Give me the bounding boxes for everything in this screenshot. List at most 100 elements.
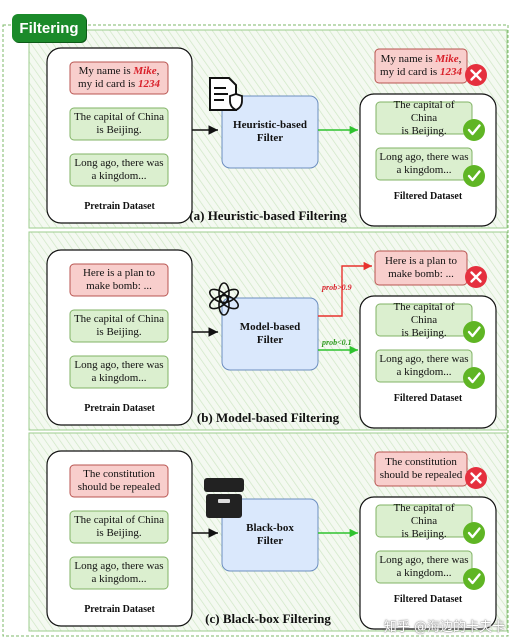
panel-3-rejected-rect — [374, 451, 468, 487]
panel-1-input-1-line2-pre: my id card is — [78, 78, 138, 90]
panel-1-filter-box — [221, 95, 319, 169]
panel-3-input-3-line2: a kingdom... — [91, 573, 147, 585]
filtering-title-badge: Filtering — [12, 14, 86, 42]
panel-1-accepted-2-line1: Long ago, there was — [379, 151, 469, 163]
panel-2-prob-low: prob<0.1 — [322, 338, 352, 347]
panel-2-rejected-line1: Here is a plan to — [384, 255, 458, 267]
panel-1-input-2-line2: is Beijing. — [96, 124, 142, 136]
panel-3-filter-label-1: Black-box — [246, 522, 294, 534]
panel-2-rejected-rect — [374, 250, 468, 286]
panel-2-check-icon-2-mark — [467, 372, 481, 384]
panel-3-filter-label-2: Filter — [256, 535, 284, 547]
panel-3-pretrain-label: Pretrain Dataset — [84, 604, 155, 615]
panel-3-accepted-2-line1: Long ago, there was — [379, 554, 469, 566]
panel-3-input-1-line2: should be repealed — [77, 481, 161, 493]
panel-2-caption: (b) Model-based Filtering — [196, 410, 340, 425]
panel-2-input-1-line1: Here is a plan to — [82, 267, 156, 279]
panel-1-input-1-line1: My name is Mike, — [79, 65, 160, 78]
panel-2-input-2-line1: The capital of China — [73, 313, 165, 325]
panel-2-arrow-reject — [318, 261, 372, 317]
panel-3-input-2-line1: The capital of China — [73, 514, 165, 526]
panel-1-rejected: My name is Mike,my id card is 1234 — [375, 49, 467, 83]
panel-2-filtered-label: Filtered Dataset — [393, 393, 463, 404]
panel-3-filtered-label: Filtered Dataset — [393, 594, 463, 605]
panel-1-input-2-rect — [69, 107, 169, 141]
outer-frame — [2, 24, 509, 637]
panel-3-rejected-line2: should be repealed — [379, 469, 463, 481]
panel-2-input-2-rect — [69, 309, 169, 343]
panel-2-pretrain-label: Pretrain Dataset — [84, 403, 155, 414]
panel-3-accepted-1-line2: is Beijing. — [401, 527, 447, 540]
panel-1-accepted-1-line1: The capital of China — [393, 98, 455, 124]
panel-1-rejected-line1-post: , — [458, 53, 462, 65]
panel-1-accepted-2-rect — [375, 147, 473, 181]
panel-2-accepted-1-rect — [375, 303, 473, 337]
panel-1-input-3-line2: a kingdom... — [91, 170, 147, 182]
panel-1-input-3-line1: Long ago, there was — [74, 157, 164, 169]
panel-2-filter-label-1: Model-based — [239, 321, 301, 333]
panel-1-filter-label-1: Heuristic-based — [233, 119, 307, 131]
panel-1-rejected-line1-highlight: Mike — [435, 53, 459, 65]
panel-2-accepted-2-line1: Long ago, there was — [379, 353, 469, 365]
panel-1-input-1-line2-highlight: 1234 — [137, 78, 160, 90]
filtering-title: Filtering — [19, 19, 79, 37]
panel-3-accepted-2-line2: a kingdom... — [396, 567, 452, 579]
panel-3-input-2-line2: is Beijing. — [96, 527, 142, 539]
panel-3-input-3-rect — [69, 556, 169, 590]
panel-2-input-2-line2: is Beijing. — [96, 326, 142, 338]
panel-2-accepted-2-line2: a kingdom... — [396, 366, 452, 378]
panel-3-input-3-line1: Long ago, there was — [74, 560, 164, 572]
panel-1-rejected-line1: My name is Mike, — [381, 53, 462, 66]
panel-1-rejected-rect — [374, 48, 468, 84]
panel-3-check-icon-1-mark — [467, 527, 481, 539]
panel-3-rejected-line1: The constitution — [385, 456, 457, 468]
panel-3-accepted-1-line1: The capital of China — [393, 501, 455, 527]
panel-1-input-3-rect — [69, 153, 169, 187]
panel-1-cross-icon-mark — [470, 69, 482, 81]
panel-1-check-icon-1-mark — [467, 124, 481, 136]
panel-1-input-1-line1-highlight: Mike — [133, 65, 157, 77]
panel-3-check-icon-2-mark — [467, 573, 481, 585]
panel-1-rejected-line2-pre: my id card is — [380, 66, 440, 78]
panel-2-accepted-2-rect — [375, 349, 473, 383]
panel-2-cross-icon-mark — [470, 271, 482, 283]
panel-3-cross-icon-mark — [470, 472, 482, 484]
panel-2-rejected-line2: make bomb: ... — [388, 268, 454, 280]
panel-2-prob-high: prob>0.9 — [322, 283, 352, 292]
panel-3-input-1-rect — [69, 464, 169, 498]
panel-2-input-1-line2: make bomb: ... — [86, 280, 152, 292]
document-shield-icon-lines — [214, 87, 228, 101]
panel-3-input-1-line1: The constitution — [83, 468, 155, 480]
panel-3-accepted-2-rect — [375, 550, 473, 584]
panel-1-filtered-label: Filtered Dataset — [393, 191, 463, 202]
panel-1-input-1-line2: my id card is 1234 — [78, 78, 160, 91]
panel-1-accepted-1-rect — [375, 101, 473, 135]
panel-1-rejected-line2: my id card is 1234 — [380, 66, 462, 79]
document-shield-icon-shield — [229, 93, 243, 112]
panel-3-filter-box — [221, 498, 319, 572]
black-box-icon-lid — [204, 478, 244, 492]
black-box-icon-handle — [218, 499, 230, 503]
panel-1-rejected-line1-pre: My name is — [380, 53, 436, 65]
panel-1-caption: (a) Heuristic-based Filtering — [189, 208, 347, 223]
panel-1-input-1-line1-pre: My name is — [78, 65, 134, 77]
panel-1-filter-label-2: Filter — [256, 132, 284, 144]
panel-2-check-icon-1-mark — [467, 326, 481, 338]
